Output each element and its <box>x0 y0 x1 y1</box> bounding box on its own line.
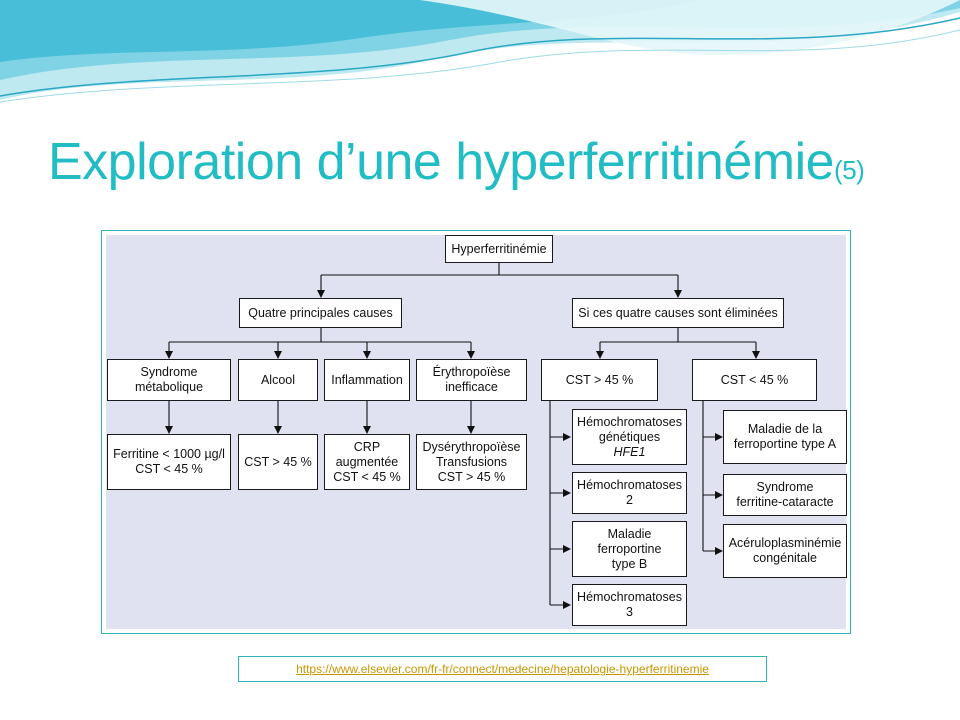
node-cause-ineffective-erythropoiesis: Érythropoïèse inefficace <box>416 359 527 401</box>
node-criteria-alcohol: CST > 45 % <box>238 434 318 490</box>
node-cst-low: CST < 45 % <box>692 359 817 401</box>
flowchart: Hyperferritinémie Quatre principales cau… <box>106 235 847 629</box>
node-criteria-metabolic-syndrome: Ferritine < 1000 µg/l CST < 45 % <box>107 434 231 490</box>
node-four-main-causes: Quatre principales causes <box>239 298 402 328</box>
flowchart-edges <box>165 263 760 609</box>
node-hemochromatosis-3: Hémochromatoses 3 <box>572 584 687 626</box>
node-ferroportin-disease-type-b: Maladie ferroportine type B <box>572 521 687 577</box>
node-criteria-inflammation: CRP augmentée CST < 45 % <box>324 434 410 490</box>
node-cause-metabolic-syndrome: Syndrome métabolique <box>107 359 231 401</box>
header-wave-decoration <box>0 0 960 103</box>
node-causes-eliminated: Si ces quatre causes sont éliminées <box>572 298 784 328</box>
node-ferroportin-disease-type-a: Maladie de la ferroportine type A <box>723 410 847 464</box>
title-text: Exploration d’une hyperferritinémie <box>48 133 835 191</box>
node-hemochromatosis-2: Hémochromatoses 2 <box>572 472 687 514</box>
title-reference: (5) <box>834 155 865 185</box>
node-hemochromatosis-hfe1: Hémochromatoses génétiques HFE1 <box>572 409 687 465</box>
node-cause-alcohol: Alcool <box>238 359 318 401</box>
node-cst-high: CST > 45 % <box>541 359 658 401</box>
slide-title: Exploration d’une hyperferritinémie(5) <box>48 130 928 202</box>
source-link[interactable]: https://www.elsevier.com/fr-fr/connect/m… <box>296 662 709 676</box>
node-congenital-aceruloplasminemia: Acéruloplasminémie congénitale <box>723 524 847 578</box>
source-link-box: https://www.elsevier.com/fr-fr/connect/m… <box>238 656 767 682</box>
node-criteria-erythropoiesis: Dysérythropoïèse Transfusions CST > 45 % <box>416 434 527 490</box>
diagram-frame: Hyperferritinémie Quatre principales cau… <box>101 230 851 634</box>
node-hyperferritinemia-cataract-syndrome: Syndrome ferritine-cataracte <box>723 474 847 516</box>
node-cause-inflammation: Inflammation <box>324 359 410 401</box>
node-root: Hyperferritinémie <box>445 235 553 263</box>
